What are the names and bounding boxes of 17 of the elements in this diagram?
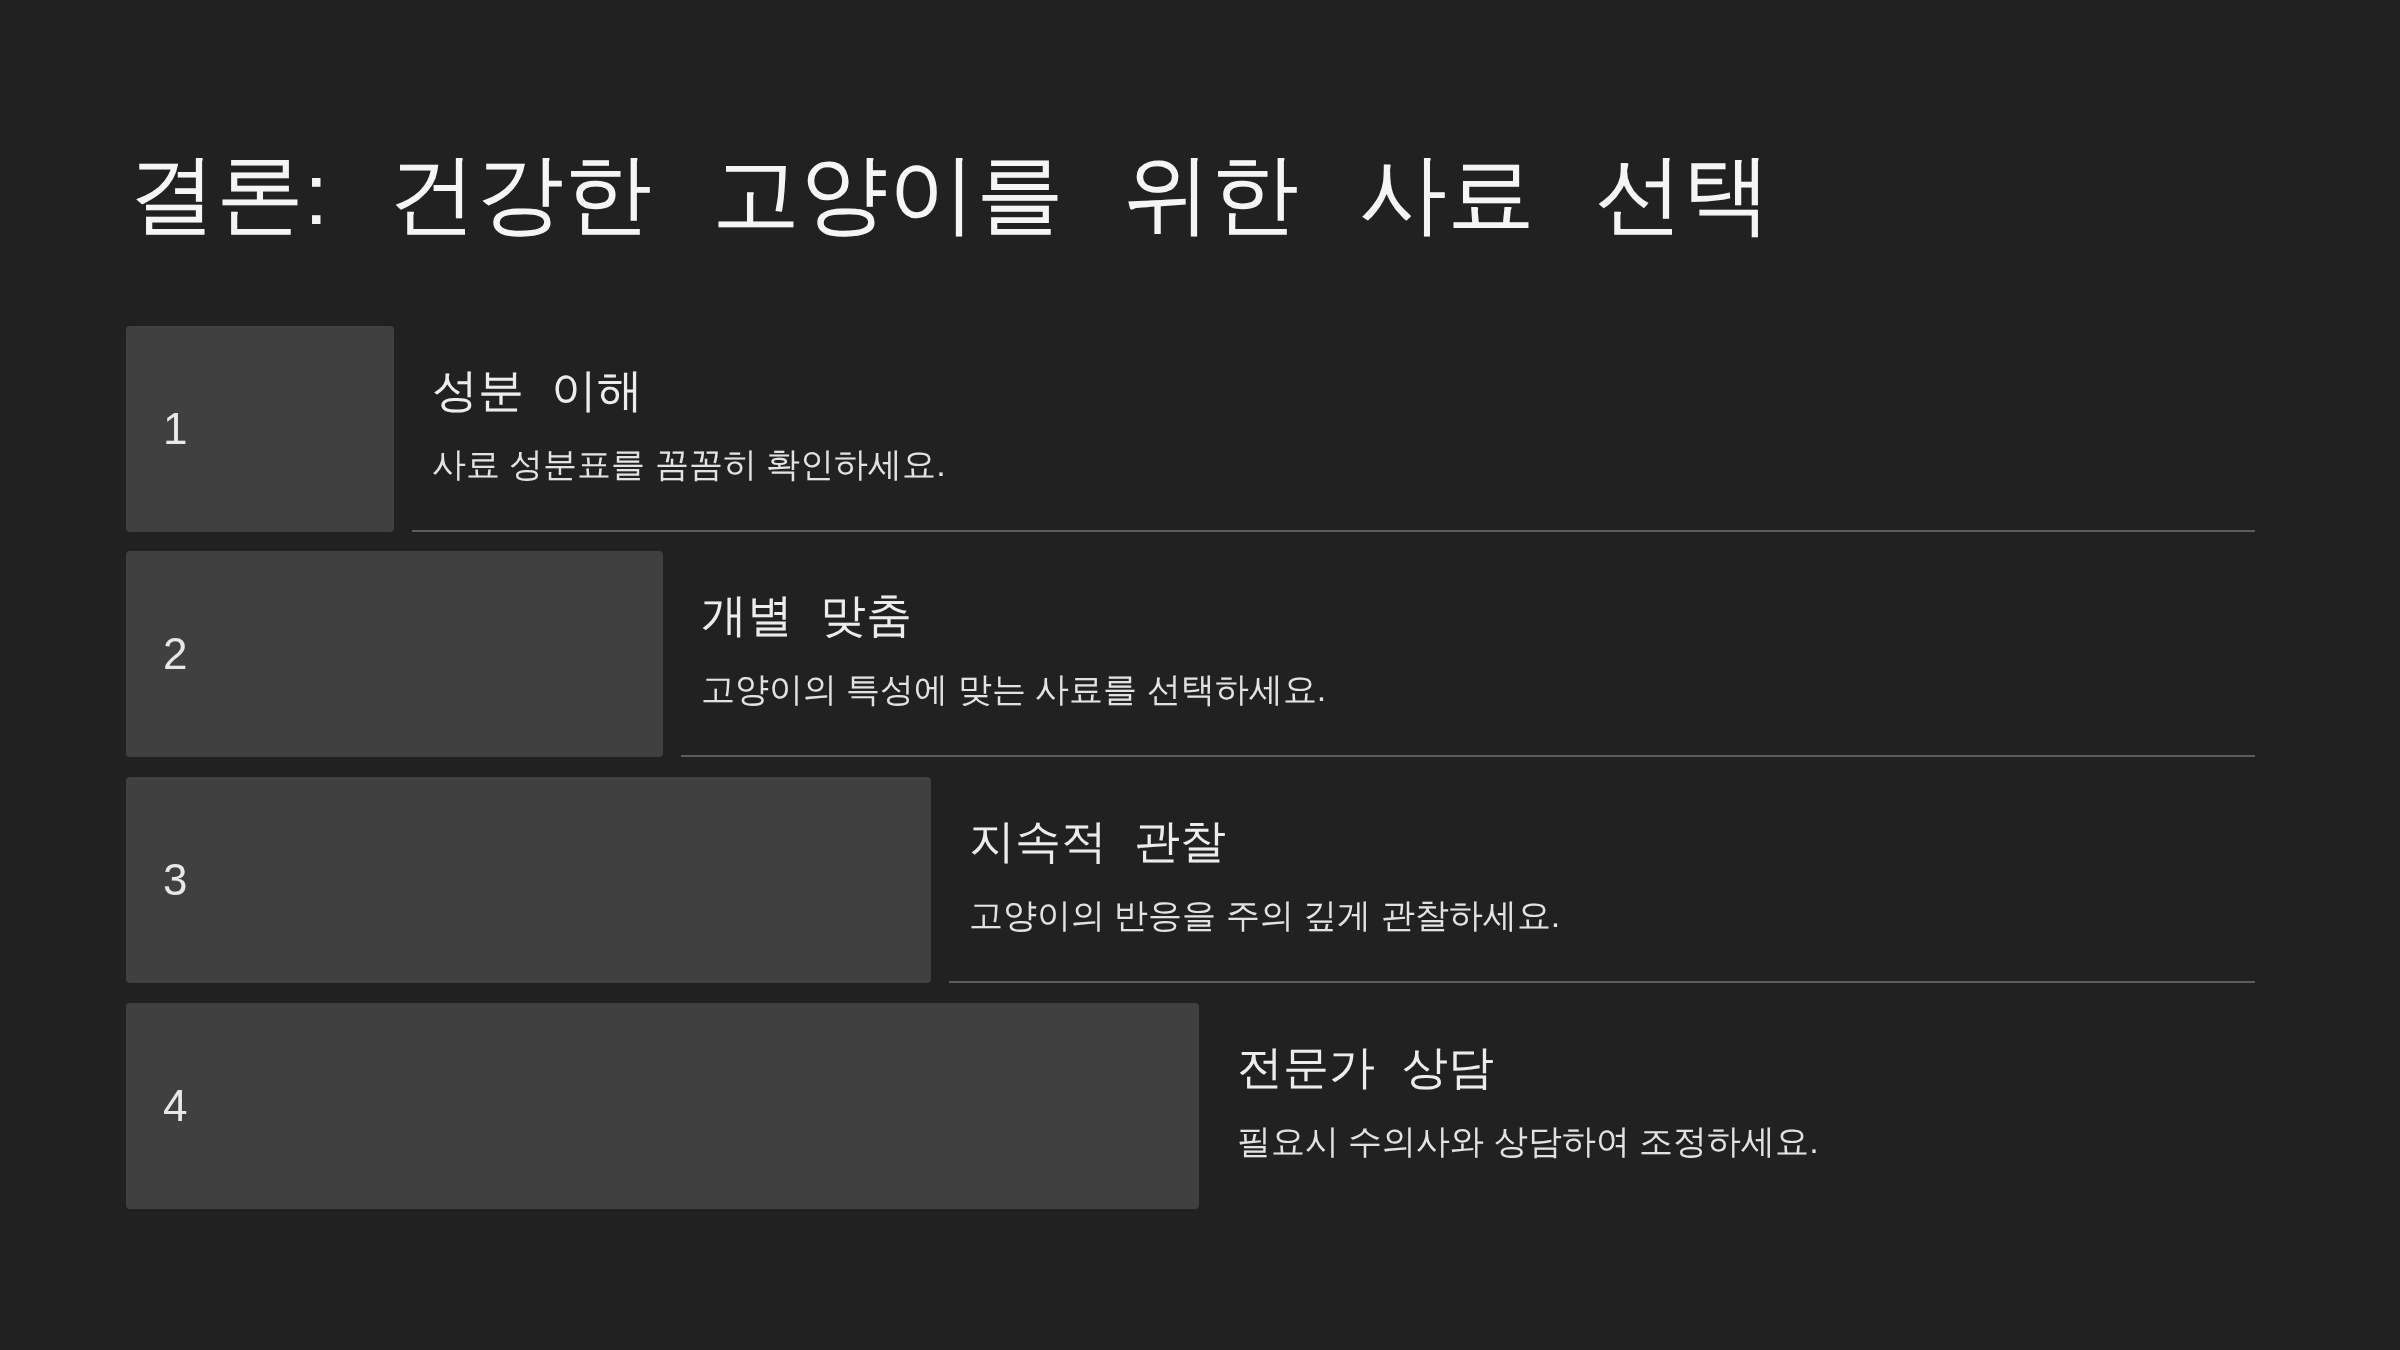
step-description: 고양이의 특성에 맞는 사료를 선택하세요.	[701, 669, 1327, 710]
step-number: 4	[163, 1081, 188, 1131]
slide-title: 결론: 건강한 고양이를 위한 사료 선택	[128, 146, 1771, 243]
step-bar	[126, 777, 931, 983]
step-number: 1	[163, 404, 188, 454]
step-description: 필요시 수의사와 상담하여 조정하세요.	[1237, 1121, 1819, 1162]
step-heading: 지속적 관찰	[969, 814, 1226, 869]
step-number: 2	[163, 629, 188, 679]
step-bar	[126, 326, 394, 532]
step-bar	[126, 1003, 1199, 1209]
step-bar	[126, 551, 663, 757]
step-number: 3	[163, 855, 188, 905]
step-description: 고양이의 반응을 주의 깊게 관찰하세요.	[969, 895, 1561, 936]
step-heading: 개별 맞춤	[701, 588, 912, 643]
step-heading: 전문가 상담	[1237, 1040, 1494, 1095]
step-heading: 성분 이해	[432, 363, 643, 418]
step-description: 사료 성분표를 꼼꼼히 확인하세요.	[432, 444, 946, 485]
